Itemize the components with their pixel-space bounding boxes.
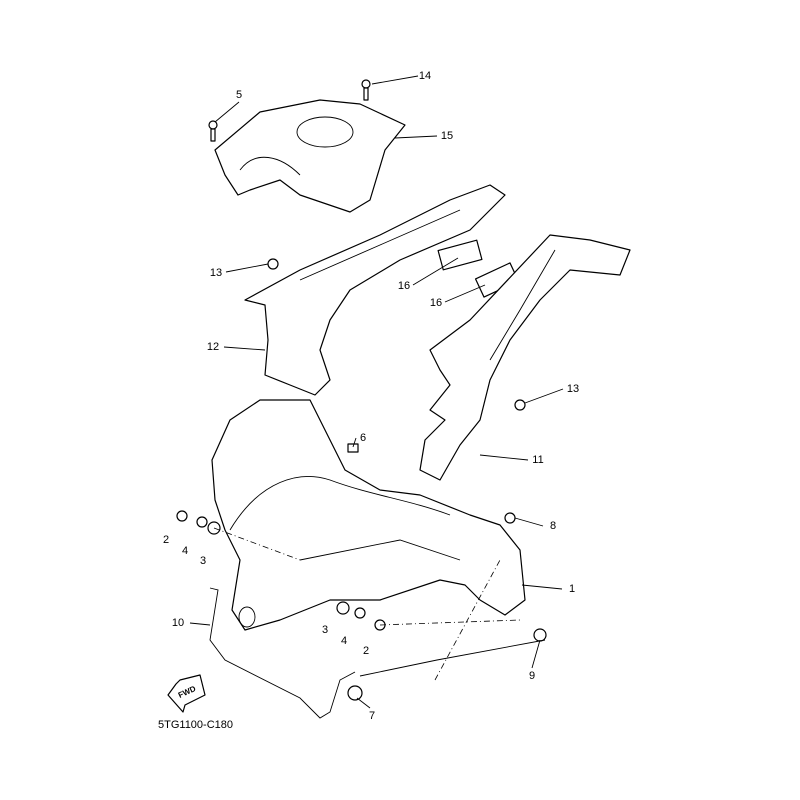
callout-2[interactable]: 2 (162, 534, 170, 546)
callout-12[interactable]: 12 (206, 341, 220, 353)
callout-4b[interactable]: 4 (340, 635, 348, 647)
callout-10[interactable]: 10 (171, 617, 185, 629)
callout-14[interactable]: 14 (418, 70, 432, 82)
callout-4[interactable]: 4 (181, 545, 189, 557)
callout-3b[interactable]: 3 (321, 624, 329, 636)
part-1-front-fender[interactable] (211, 399, 526, 631)
fasteners (176, 79, 547, 701)
part-15-tank-cover[interactable] (214, 99, 406, 213)
callout-13b[interactable]: 13 (566, 383, 580, 395)
callout-13[interactable]: 13 (209, 267, 223, 279)
callout-5[interactable]: 5 (235, 89, 243, 101)
fwd-arrow-icon (167, 674, 206, 713)
diagram-code: 5TG1100-C180 (158, 719, 234, 731)
part-11-side-cover[interactable] (419, 234, 631, 481)
callout-9[interactable]: 9 (528, 670, 536, 682)
leader-lines (189, 75, 564, 709)
callout-11[interactable]: 11 (532, 454, 544, 466)
callout-16b[interactable]: 16 (429, 297, 443, 309)
callout-6[interactable]: 6 (359, 432, 367, 444)
callout-16[interactable]: 16 (397, 280, 411, 292)
part-10-bracket[interactable] (209, 587, 356, 719)
callout-3[interactable]: 3 (199, 555, 207, 567)
callout-15[interactable]: 15 (440, 130, 454, 142)
callout-2b[interactable]: 2 (362, 645, 370, 657)
callout-1[interactable]: 1 (568, 583, 576, 595)
callout-8[interactable]: 8 (549, 520, 557, 532)
part-12-side-cover[interactable] (244, 184, 506, 396)
callout-7[interactable]: 7 (368, 710, 376, 722)
